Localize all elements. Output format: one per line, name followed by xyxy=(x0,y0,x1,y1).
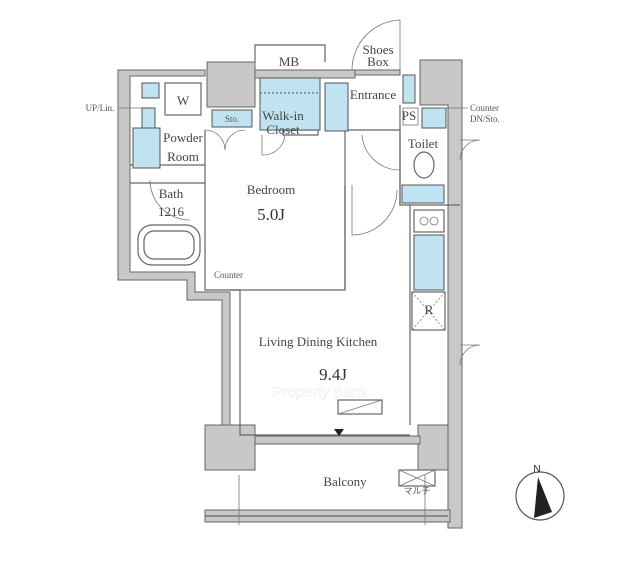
north-compass-icon: N xyxy=(515,464,565,521)
label-toilet: Toilet xyxy=(408,136,439,151)
bathtub xyxy=(137,224,201,266)
label-up-lin: UP/Lin. xyxy=(86,103,115,113)
toilet-fixture xyxy=(413,151,435,179)
label-walk-in-1: Walk-in xyxy=(262,108,304,123)
label-mb: MB xyxy=(279,54,300,69)
shoes-box xyxy=(324,82,349,132)
door-swings xyxy=(149,19,481,366)
label-walk-in-2: Closet xyxy=(266,122,300,137)
label-ldk-size: 9.4J xyxy=(319,365,347,384)
label-shoes-box-1: Shoes xyxy=(362,42,393,57)
label-entrance: Entrance xyxy=(350,87,396,102)
label-shoes-box-2: Box xyxy=(367,54,389,69)
label-bedroom-size: 5.0J xyxy=(257,205,285,224)
washer-space xyxy=(164,82,202,116)
label-storage: Sto. xyxy=(225,114,239,124)
label-bath-size: 1216 xyxy=(158,204,185,219)
label-balcony: Balcony xyxy=(323,474,367,489)
vanity xyxy=(132,127,161,169)
interior-partitions xyxy=(130,105,460,525)
label-ps: PS xyxy=(402,108,416,123)
label-powder-2: Room xyxy=(167,149,199,164)
label-ldk: Living Dining Kitchen xyxy=(259,334,378,349)
label-bath: Bath xyxy=(159,186,184,201)
label-refrigerator: R xyxy=(425,302,434,317)
multi-unit xyxy=(398,469,436,487)
label-counter-dn-2: DN/Sto. xyxy=(470,114,500,124)
label-multi: マルチ xyxy=(403,486,430,496)
stove xyxy=(413,209,445,233)
label-counter: Counter xyxy=(214,270,243,280)
linen-shelf xyxy=(141,82,160,99)
compass-north-label: N xyxy=(533,464,540,475)
label-bedroom: Bedroom xyxy=(247,182,295,197)
label-washer: W xyxy=(177,93,190,108)
storage xyxy=(211,109,253,128)
watermark: Property Bank xyxy=(272,384,368,401)
walk-in-closet xyxy=(259,77,321,131)
label-counter-dn-1: Counter xyxy=(470,103,499,113)
refrigerator-space xyxy=(411,291,446,331)
label-powder-1: Powder xyxy=(163,130,203,145)
fixtures xyxy=(132,74,447,487)
walls xyxy=(117,44,463,529)
sink xyxy=(413,234,445,291)
